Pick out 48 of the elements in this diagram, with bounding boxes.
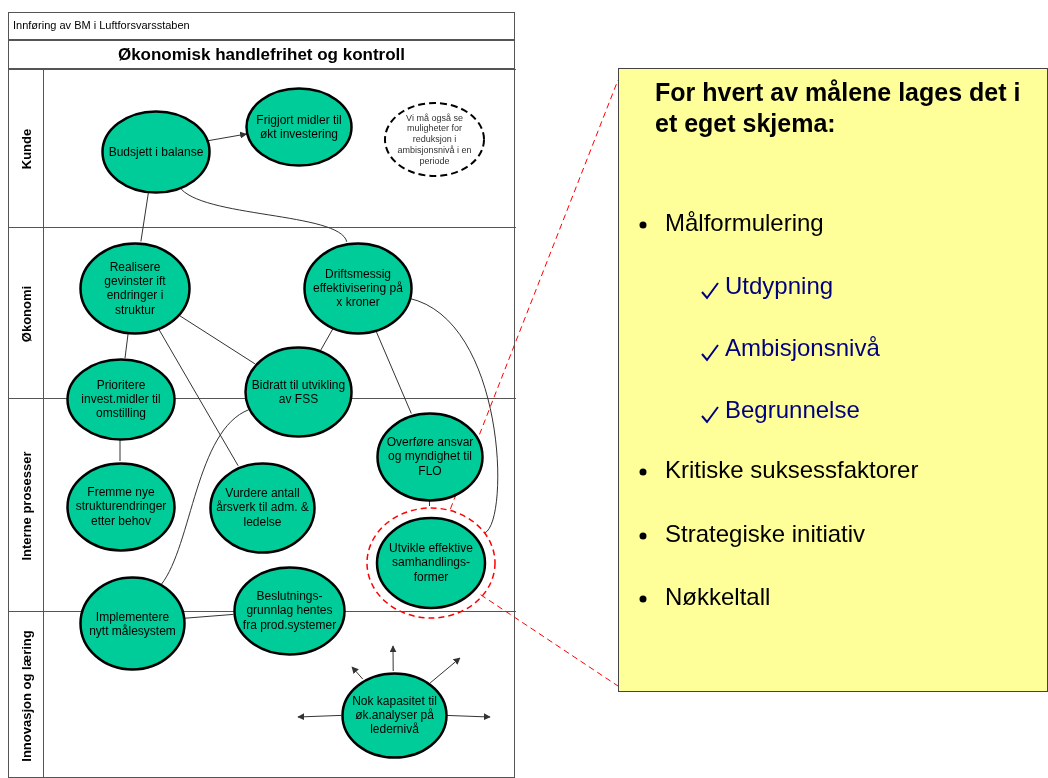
arrow — [389, 645, 397, 672]
goal-ellipse: Bidratt til utvikling av FSS — [244, 346, 353, 438]
note-ellipse: Vi må også se muligheter for reduksjon i ambisjonsnivå i en periode — [384, 102, 485, 177]
goal-ellipse: Vurdere antall årsverk til adm. & ledelse — [209, 462, 316, 554]
goal-ellipse: Budsjett i balanse — [101, 110, 211, 194]
list-item: Målformulering — [665, 209, 824, 237]
goal-ellipse: Overføre ansvar og myndighet til FLO — [376, 412, 484, 502]
arrow — [445, 713, 491, 721]
arrow — [429, 657, 461, 684]
list-item: Nøkkeltall — [665, 583, 771, 611]
lane-label: Interne prosesser — [19, 449, 35, 563]
list-item: Begrunnelse — [725, 396, 860, 424]
leader-line — [480, 594, 619, 687]
connector-line — [160, 409, 250, 585]
panel-heading: For hvert av målene lages det i et eget skjema: — [655, 77, 1022, 140]
goal-ellipse: Realisere gevinster ift endringer i struktur — [79, 242, 191, 335]
goal-ellipse: Beslutnings- grunnlag hentes fra prod.systemer — [233, 566, 346, 656]
goal-ellipse: Nok kapasitet til øk.analyser på ledernivå — [341, 672, 448, 759]
connector-line — [119, 438, 121, 462]
diagram-title: Innføring av BM i Luftforsvarsstaben — [8, 12, 515, 40]
arrow — [351, 666, 364, 680]
connector-line — [178, 186, 348, 243]
lane-label: Innovasjon og læring — [19, 629, 35, 764]
note-panel — [618, 68, 1048, 692]
connector-line — [124, 331, 129, 359]
connector-line — [408, 297, 499, 534]
list-item: Ambisjonsnivå — [725, 334, 880, 362]
list-item: Utdypning — [725, 272, 834, 300]
lane-label: Økonomi — [19, 284, 35, 344]
goal-ellipse: Utvikle effektive samhandlings- former — [366, 507, 496, 619]
goal-ellipse: Prioritere invest.midler til omstilling — [66, 358, 176, 441]
connector-line — [320, 327, 335, 351]
diagram-frame — [8, 40, 515, 778]
arrow — [297, 713, 342, 721]
list-item: Strategiske initiativ — [665, 520, 866, 548]
goal-ellipse: Frigjort midler til økt investering — [245, 87, 353, 167]
swimlane — [9, 69, 516, 227]
goal-ellipse: Fremme nye strukturendringer etter behov — [66, 462, 176, 552]
arrow — [207, 131, 248, 142]
connector-line — [140, 190, 150, 242]
lane-label: Kunde — [19, 127, 35, 172]
list-item: Kritiske suksessfaktorer — [665, 456, 919, 484]
frame-heading: Økonomisk handlefrihet og kontroll — [9, 41, 514, 69]
goal-ellipse: Implementere nytt målesystem — [79, 576, 186, 671]
connector-line — [183, 613, 234, 619]
connector-line — [177, 313, 256, 365]
goal-ellipse: Driftsmessig effektivisering på x kroner — [303, 242, 413, 335]
connector-line — [157, 327, 239, 467]
